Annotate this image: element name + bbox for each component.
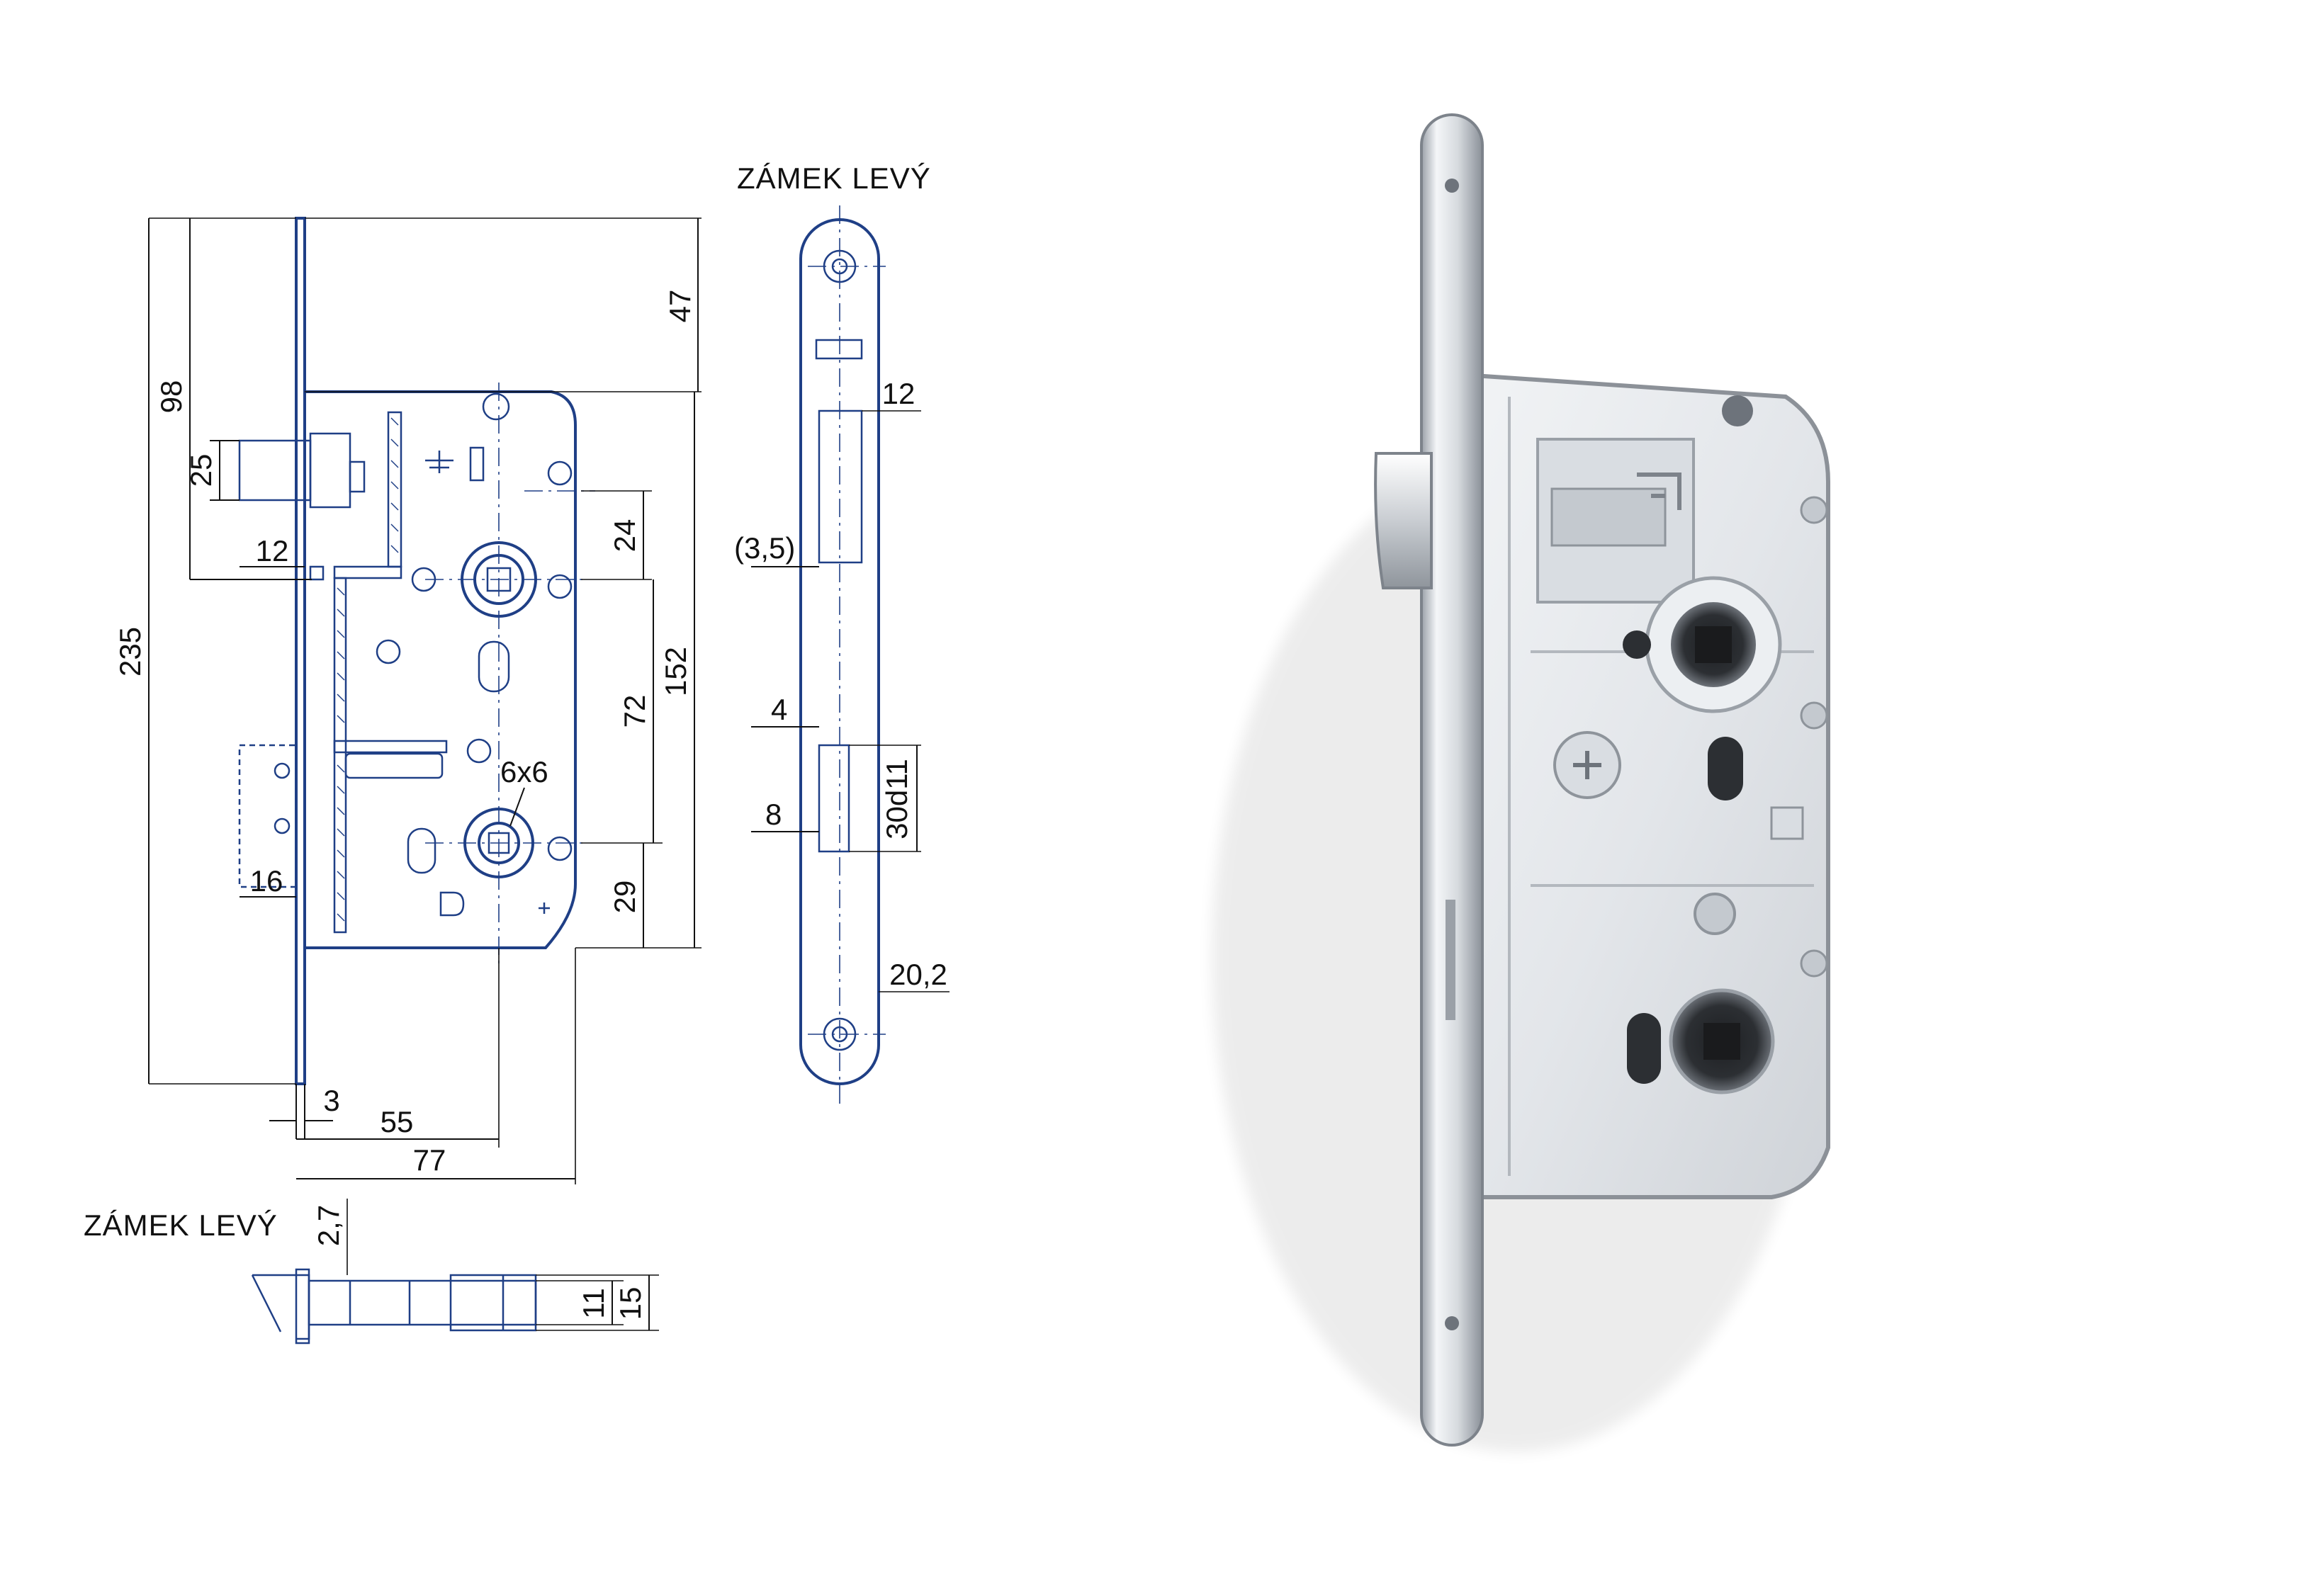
dim-latch-height: 25 bbox=[184, 454, 218, 487]
faceplate-outline bbox=[295, 217, 306, 1085]
spring-channel bbox=[333, 411, 448, 934]
faceplate-photo bbox=[1420, 113, 1484, 1447]
dim-top-to-body: 47 bbox=[663, 290, 697, 323]
latch-drawing bbox=[238, 432, 366, 581]
dim-upper-offset: 98 bbox=[154, 380, 188, 414]
bottom-view-drawing: ZÁMEK LEVÝ 2,7 11 15 bbox=[84, 1199, 659, 1345]
dim-bottom-thickness: 2,7 bbox=[312, 1205, 345, 1246]
dim-side-bolt-offset: 4 bbox=[771, 693, 787, 726]
side-view-drawing: ZÁMEK LEVÝ 12 (3,5) 4 8 30d11 20,2 bbox=[734, 162, 950, 1105]
dim-latch-projection: 12 bbox=[256, 534, 289, 567]
dim-bottom-inner: 11 bbox=[577, 1288, 610, 1319]
internal-parts bbox=[376, 392, 573, 917]
dim-side-latch-width: 12 bbox=[882, 377, 915, 410]
dim-body-depth: 77 bbox=[413, 1143, 446, 1177]
dim-bolt-width: 16 bbox=[250, 864, 283, 898]
dim-side-offset: (3,5) bbox=[734, 531, 795, 565]
lock-body-outline bbox=[305, 390, 577, 949]
dim-handle-spacing: 72 bbox=[618, 695, 651, 728]
dim-total-height: 235 bbox=[113, 627, 147, 677]
dim-faceplate-thickness: 3 bbox=[323, 1084, 339, 1117]
dim-upper-gap: 24 bbox=[608, 519, 641, 553]
mortise-lock-photo bbox=[1212, 113, 1830, 1452]
dim-spindle: 6x6 bbox=[500, 755, 548, 788]
dim-backset: 55 bbox=[381, 1105, 414, 1138]
dim-plate-span: 152 bbox=[659, 647, 692, 696]
latch-photo bbox=[1374, 452, 1433, 589]
center-lines bbox=[425, 383, 595, 963]
caption-bottom-view: ZÁMEK LEVÝ bbox=[84, 1209, 278, 1242]
front-view-drawing: 235 98 47 25 12 24 72 152 29 6x6 16 bbox=[113, 217, 702, 1184]
dim-side-bolt-depth: 8 bbox=[765, 798, 782, 831]
dim-faceplate-width: 20,2 bbox=[889, 958, 947, 991]
dim-bottom-outer: 15 bbox=[614, 1287, 647, 1320]
dim-lower-gap: 29 bbox=[608, 881, 641, 914]
caption-side-view: ZÁMEK LEVÝ bbox=[737, 162, 931, 195]
bolt-drawing bbox=[238, 744, 444, 888]
dim-side-bolt-height: 30d11 bbox=[880, 759, 913, 839]
